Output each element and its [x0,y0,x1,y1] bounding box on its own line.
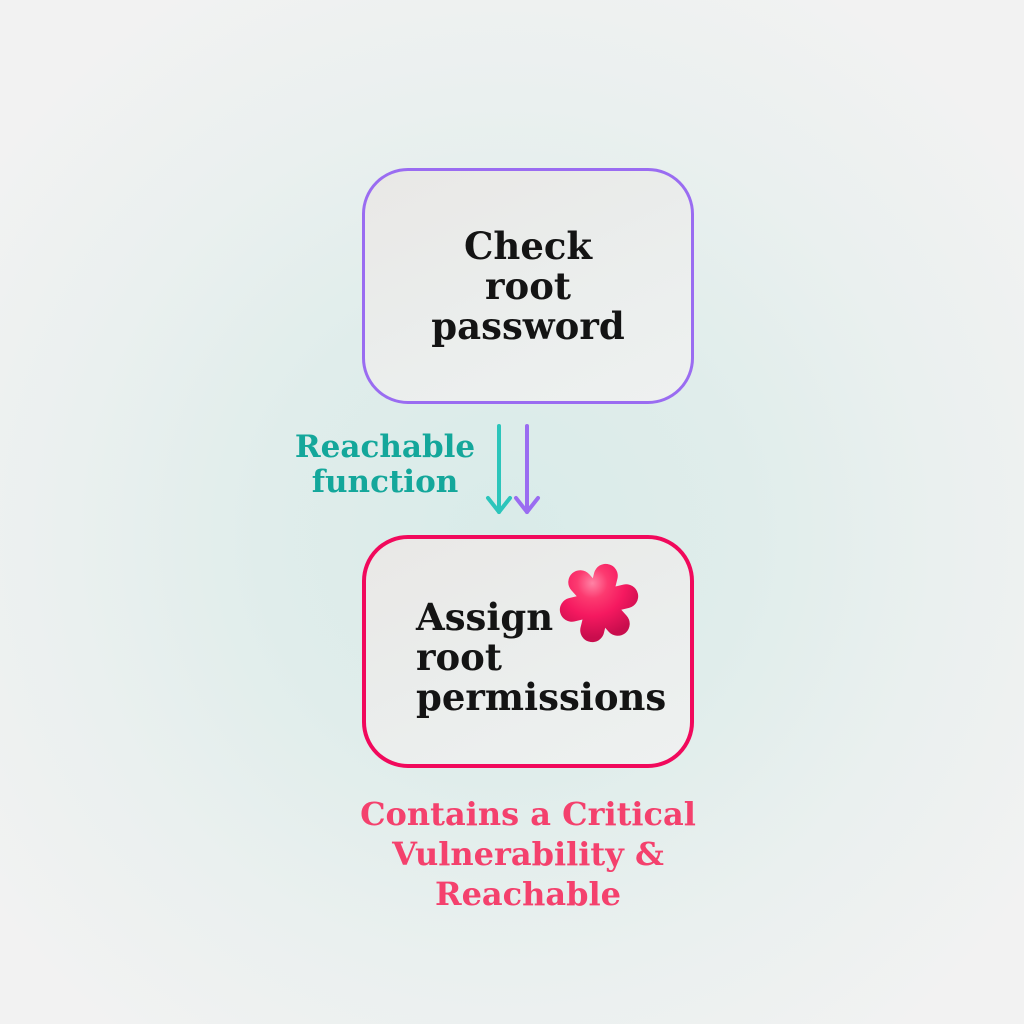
critical-vulnerability-blob-icon [558,563,640,643]
teal-down-arrow-icon [486,424,512,514]
node-check-root-password: Check root password [362,168,694,404]
down-arrows-icon [486,424,540,514]
critical-vulnerability-caption: Contains a Critical Vulnerability & Reac… [360,795,696,913]
node-assign-root-permissions: Assign root permissions [362,535,694,768]
node-check-label: Check root password [431,224,625,348]
edge-reachable-function-label: Reachable function [294,429,476,500]
purple-down-arrow-icon [514,424,540,514]
node-assign-label: Assign root permissions [416,594,667,719]
